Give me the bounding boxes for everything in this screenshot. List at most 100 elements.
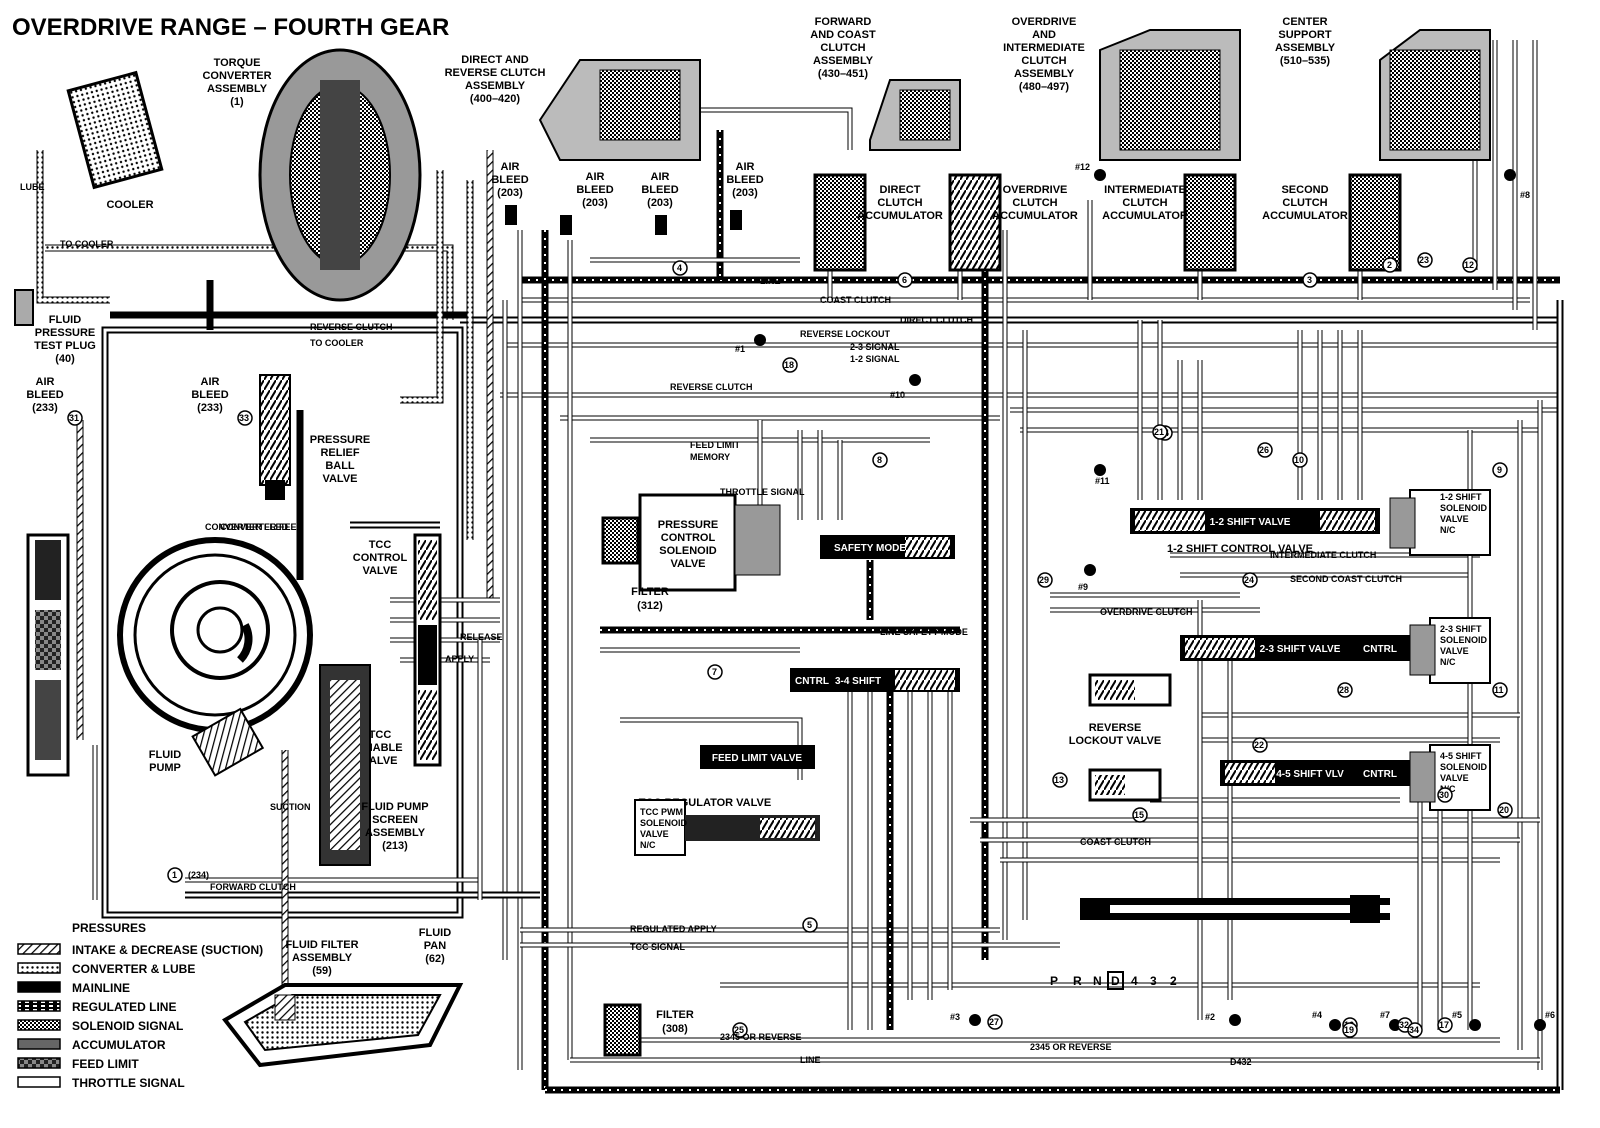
svg-text:CONVERTER FEED: CONVERTER FEED <box>205 522 289 532</box>
svg-text:28: 28 <box>1339 685 1349 695</box>
svg-text:REVERSE: REVERSE <box>1089 722 1142 734</box>
svg-text:BLEED: BLEED <box>191 389 228 401</box>
legend-swatch-accumulator <box>17 1038 61 1050</box>
svg-text:4-5 SHIFT VLV: 4-5 SHIFT VLV <box>1276 769 1344 780</box>
svg-text:24: 24 <box>1244 575 1254 585</box>
svg-text:REVERSE LOCKOUT: REVERSE LOCKOUT <box>800 329 891 339</box>
boost-valve <box>26 533 70 777</box>
svg-text:FORWARD CLUTCH: FORWARD CLUTCH <box>210 882 296 892</box>
svg-text:LINE SAFETY MODE: LINE SAFETY MODE <box>880 627 968 637</box>
svg-text:FILTER: FILTER <box>656 1009 694 1021</box>
svg-text:#1: #1 <box>735 344 745 354</box>
svg-text:INTERMEDIATE: INTERMEDIATE <box>1003 42 1085 54</box>
svg-text:BLEED: BLEED <box>26 389 63 401</box>
svg-text:4-5 SHIFT: 4-5 SHIFT <box>1440 751 1482 761</box>
svg-text:22: 22 <box>1254 740 1264 750</box>
fluid-pump-screen: FLUID PUMP SCREEN ASSEMBLY (213) <box>319 664 429 866</box>
svg-text:INTERMEDIATE CLUTCH: INTERMEDIATE CLUTCH <box>1270 550 1376 560</box>
svg-text:#4: #4 <box>1312 1010 1322 1020</box>
svg-text:RELIEF: RELIEF <box>320 447 359 459</box>
svg-text:REGULATED LINE: REGULATED LINE <box>72 1000 176 1014</box>
svg-text:(233): (233) <box>32 402 58 414</box>
svg-text:32: 32 <box>1399 1020 1409 1030</box>
cooler: COOLER <box>66 70 164 211</box>
svg-text:THROTTLE SIGNAL: THROTTLE SIGNAL <box>72 1076 185 1090</box>
svg-text:SOLENOID: SOLENOID <box>1440 635 1488 645</box>
svg-text:LINE: LINE <box>800 1055 821 1065</box>
svg-text:ACCUMULATOR: ACCUMULATOR <box>992 210 1078 222</box>
fluid-pump: FLUID PUMP <box>117 537 313 777</box>
svg-text:CNTRL: CNTRL <box>1363 644 1397 655</box>
svg-text:#5: #5 <box>1452 1010 1462 1020</box>
svg-text:SUPPORT: SUPPORT <box>1278 29 1331 41</box>
svg-text:REVERSE CLUTCH: REVERSE CLUTCH <box>310 322 393 332</box>
svg-text:1-2 SHIFT CONTROL VALVE: 1-2 SHIFT CONTROL VALVE <box>1167 543 1313 555</box>
svg-text:VALVE: VALVE <box>1440 514 1469 524</box>
svg-text:#3: #3 <box>950 1012 960 1022</box>
svg-text:MEMORY: MEMORY <box>690 452 730 462</box>
svg-text:(203): (203) <box>582 197 608 209</box>
svg-text:LOCKOUT VALVE: LOCKOUT VALVE <box>1069 735 1161 747</box>
svg-text:AIR: AIR <box>651 171 670 183</box>
svg-text:CLUTCH: CLUTCH <box>1282 197 1327 209</box>
svg-text:VALVE: VALVE <box>322 473 357 485</box>
shift-34-valve: CNTRL 3-4 SHIFT <box>790 668 960 692</box>
svg-text:#11: #11 <box>1095 476 1110 486</box>
check-balls: #1 #2 #3 #4 #5 #6 #7 #8 #9 #10 #11 #12 <box>735 162 1555 1031</box>
svg-text:OVERDRIVE: OVERDRIVE <box>1012 16 1077 28</box>
svg-text:(308): (308) <box>662 1023 688 1035</box>
svg-text:D: D <box>1111 974 1120 988</box>
air-bleed-left: AIR BLEED (233) AIR BLEED (233) <box>26 376 228 414</box>
svg-text:2345 OR REVERSE: 2345 OR REVERSE <box>720 1032 802 1042</box>
svg-text:PRESSURE: PRESSURE <box>35 327 96 339</box>
svg-text:D432: D432 <box>1230 1057 1252 1067</box>
svg-text:30: 30 <box>1439 790 1449 800</box>
svg-text:34: 34 <box>1409 1025 1419 1035</box>
svg-text:TEST PLUG: TEST PLUG <box>34 340 96 352</box>
svg-text:SOLENOID SIGNAL: SOLENOID SIGNAL <box>72 1019 183 1033</box>
svg-text:(430–451): (430–451) <box>818 68 868 80</box>
legend-swatch-mainline <box>17 981 61 993</box>
svg-text:SOLENOID: SOLENOID <box>640 818 688 828</box>
svg-text:17: 17 <box>1439 1020 1449 1030</box>
svg-text:(213): (213) <box>382 840 408 852</box>
legend-swatch-converter <box>17 962 61 974</box>
svg-text:CLUTCH: CLUTCH <box>877 197 922 209</box>
svg-text:23: 23 <box>1419 255 1429 265</box>
svg-text:(1): (1) <box>230 96 244 108</box>
svg-text:SUCTION: SUCTION <box>270 802 311 812</box>
svg-text:TCC: TCC <box>369 729 392 741</box>
svg-text:CONTROL: CONTROL <box>353 552 408 564</box>
svg-text:N/C: N/C <box>640 840 656 850</box>
svg-text:26: 26 <box>1259 445 1269 455</box>
svg-text:3: 3 <box>1150 974 1157 988</box>
svg-text:TO COOLER: TO COOLER <box>60 239 114 249</box>
passage-labels: LINE COAST CLUTCH DIRECT CLUTCH REVERSE … <box>20 182 1402 1095</box>
svg-text:ASSEMBLY: ASSEMBLY <box>365 827 426 839</box>
svg-text:10: 10 <box>1294 455 1304 465</box>
svg-text:FLUID: FLUID <box>419 927 451 939</box>
pressure-relief-ball-valve: PRESSURE RELIEF BALL VALVE <box>259 374 370 500</box>
svg-text:ACCUMULATOR: ACCUMULATOR <box>1262 210 1348 222</box>
filter-308: FILTER (308) <box>603 1003 694 1057</box>
svg-text:OVERDRIVE CLUTCH: OVERDRIVE CLUTCH <box>1100 607 1193 617</box>
svg-text:CLUTCH: CLUTCH <box>820 42 865 54</box>
svg-text:2345 OR REVERSE: 2345 OR REVERSE <box>1030 1042 1112 1052</box>
svg-text:FLUID PUMP: FLUID PUMP <box>361 801 428 813</box>
svg-text:CENTER: CENTER <box>1282 16 1327 28</box>
svg-text:BLEED: BLEED <box>726 174 763 186</box>
svg-text:CNTRL: CNTRL <box>1363 769 1397 780</box>
svg-text:AIR: AIR <box>36 376 55 388</box>
svg-text:THROTTLE SIGNAL: THROTTLE SIGNAL <box>720 487 805 497</box>
shift-12-valve: 1-2 SHIFT VALVE 1-2 SHIFT CONTROL VALVE … <box>1130 489 1491 556</box>
svg-text:1-2 SHIFT: 1-2 SHIFT <box>1440 492 1482 502</box>
svg-text:27: 27 <box>989 1017 999 1027</box>
svg-text:TCC: TCC <box>369 539 392 551</box>
second-clutch-accumulator: SECOND CLUTCH ACCUMULATOR <box>1262 173 1402 272</box>
svg-text:(233): (233) <box>197 402 223 414</box>
svg-text:BLEED: BLEED <box>576 184 613 196</box>
svg-text:REGULATED APPLY: REGULATED APPLY <box>630 924 717 934</box>
svg-text:13: 13 <box>1054 775 1064 785</box>
svg-text:ACCUMULATOR: ACCUMULATOR <box>1102 210 1188 222</box>
